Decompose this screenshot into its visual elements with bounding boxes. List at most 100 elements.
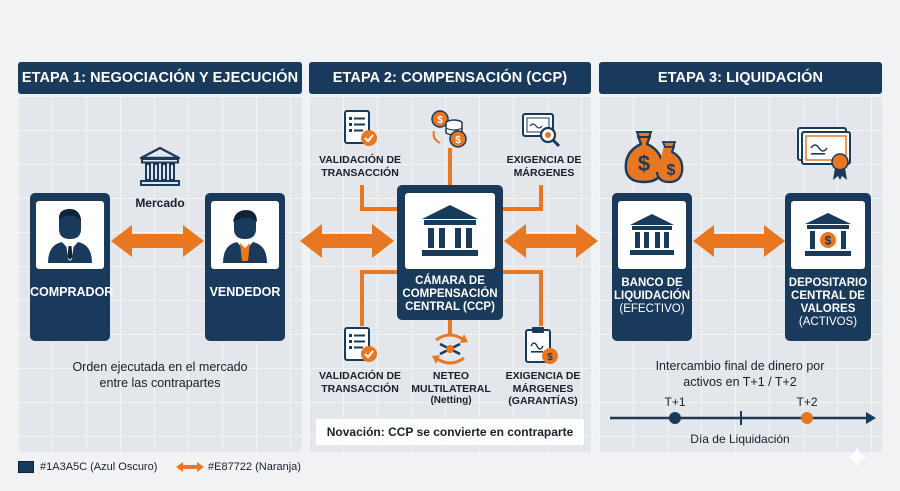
seller-card: VENDEDOR <box>205 193 285 341</box>
novation-box: Novación: CCP se convierte en contrapart… <box>316 419 584 445</box>
ccp-label-line-3: CENTRAL (CCP) <box>405 301 495 313</box>
bottom-mid-label-line-3: (Netting) <box>430 395 472 406</box>
sparkle-icon <box>845 445 869 469</box>
svg-text:$: $ <box>547 352 553 363</box>
money-bag-icon: $ $ <box>624 131 684 184</box>
checklist-icon <box>344 327 377 362</box>
person-icon <box>48 209 92 263</box>
stage-2-to-3-arrow <box>504 224 598 258</box>
stage-3-title: ETAPA 3: LIQUIDACIÓN <box>657 70 824 86</box>
connector-line <box>502 207 542 211</box>
checklist-icon <box>344 110 377 146</box>
bottom-left-label: VALIDACIÓN DE TRANSACCIÓN <box>310 370 410 395</box>
ccp-label-line-2: COMPENSACIÓN <box>402 288 498 300</box>
top-left-label-line-2: TRANSACCIÓN <box>321 166 399 179</box>
double-arrow <box>693 225 785 257</box>
connector-line <box>360 185 364 211</box>
settlement-bank-label: BANCO DE LIQUIDACIÓN (EFECTIVO) <box>612 277 692 316</box>
bank-icon <box>422 205 478 256</box>
depository-card: $ DEPOSITARIO CENTRAL DE VALORES (ACTIVO… <box>785 193 871 341</box>
buyer-avatar-box <box>36 201 104 269</box>
depository-icon-box: $ <box>791 201 865 269</box>
bottom-right-label-line-2: MÁRGENES <box>512 382 574 395</box>
settlement-bank-icon-box <box>618 201 686 269</box>
timeline-t1-label: T+1 <box>664 395 686 409</box>
bottom-right-label: EXIGENCIA DE MÁRGENES (GARANTÍAS) <box>497 370 589 408</box>
novation-text: Novación: CCP se convierte en contrapart… <box>326 425 574 439</box>
top-right-label-line-1: EXIGENCIA DE <box>506 154 582 166</box>
legend-orange-label: #E87722 (Naranja) <box>208 461 301 473</box>
svg-text:$: $ <box>667 162 676 179</box>
stage-3-header: ETAPA 3: LIQUIDACIÓN <box>599 62 882 94</box>
connector-line <box>360 207 398 211</box>
buyer-card: COMPRADOR <box>30 193 113 341</box>
svg-text:$: $ <box>455 135 461 146</box>
bottom-mid-label: NETEO MULTILATERAL (Netting) <box>405 370 497 408</box>
depository-label-line-4: (ACTIVOS) <box>798 316 858 328</box>
stage-1-title: ETAPA 1: NEGOCIACIÓN Y EJECUCIÓN <box>21 70 299 86</box>
legend-navy: #1A3A5C (Azul Oscuro) <box>18 461 157 473</box>
person-icon <box>223 210 267 263</box>
settlement-bank-card: BANCO DE LIQUIDACIÓN (EFECTIVO) <box>612 193 692 341</box>
depository-label-line-1: DEPOSITARIO <box>788 277 868 289</box>
top-left-label: VALIDACIÓN DE TRANSACCIÓN <box>310 154 410 179</box>
bottom-left-label-line-2: TRANSACCIÓN <box>321 382 399 395</box>
seller-avatar-box <box>211 201 279 269</box>
legend-orange: #E87722 (Naranja) <box>176 461 301 473</box>
depository-label: DEPOSITARIO CENTRAL DE VALORES (ACTIVOS) <box>785 277 871 329</box>
stage-3-description-line-1: Intercambio final de dinero por <box>655 359 825 373</box>
timeline-t2-label: T+2 <box>796 395 818 409</box>
svg-text:$: $ <box>437 115 443 126</box>
stage-3-description: Intercambio final de dinero por activos … <box>610 358 870 390</box>
bottom-right-label-line-1: EXIGENCIA DE <box>505 370 581 382</box>
clipboard-coin-icon: $ <box>525 327 558 364</box>
svg-text:$: $ <box>825 234 832 248</box>
legend-navy-label: #1A3A5C (Azul Oscuro) <box>40 461 158 473</box>
stage-1-description-line-2: entre las contrapartes <box>99 376 221 390</box>
settlement-bank-label-line-3: (EFECTIVO) <box>619 303 685 315</box>
netting-icon <box>432 333 468 365</box>
double-arrow <box>111 225 204 257</box>
stage-2-title: ETAPA 2: COMPENSACIÓN (CCP) <box>332 70 568 86</box>
settlement-timeline <box>610 411 876 425</box>
settlement-bank-label-line-1: BANCO DE <box>621 277 683 289</box>
top-left-label-line-1: VALIDACIÓN DE <box>318 154 402 166</box>
stage-2-header: ETAPA 2: COMPENSACIÓN (CCP) <box>309 62 591 94</box>
certificate-search-icon <box>522 113 561 148</box>
connector-line <box>539 185 543 211</box>
depository-label-line-2: CENTRAL DE <box>791 290 865 302</box>
seller-label: VENDEDOR <box>209 285 281 299</box>
bottom-mid-label-line-2: MULTILATERAL <box>411 382 491 395</box>
bank-icon: $ <box>805 213 851 256</box>
bottom-right-label-line-3: (GARANTÍAS) <box>508 395 578 407</box>
timeline-label: Día de Liquidación <box>690 432 790 446</box>
settlement-bank-label-line-2: LIQUIDACIÓN <box>613 290 691 302</box>
bank-icon <box>630 214 674 255</box>
top-right-label-line-2: MÁRGENES <box>513 166 575 179</box>
stage-3-description-line-2: activos en T+1 / T+2 <box>683 375 797 389</box>
stage-1-header: ETAPA 1: NEGOCIACIÓN Y EJECUCIÓN <box>18 62 302 94</box>
ccp-icon-box <box>405 193 495 269</box>
bottom-mid-label-line-1: NETEO <box>432 370 470 382</box>
connector-line <box>448 318 452 334</box>
orange-arrow-swatch <box>176 462 204 472</box>
timeline-t1-marker <box>669 412 681 424</box>
coins-icon: $ $ <box>431 110 467 148</box>
ccp-card: CÁMARA DE COMPENSACIÓN CENTRAL (CCP) <box>397 185 503 320</box>
bank-icon <box>139 146 181 186</box>
stage-1-description: Orden ejecutada en el mercado entre las … <box>30 359 290 391</box>
bottom-left-label-line-1: VALIDACIÓN DE <box>318 370 402 382</box>
connector-line <box>502 270 542 274</box>
connector-line <box>539 270 543 326</box>
connector-line <box>360 270 364 326</box>
market-label: Mercado <box>135 196 185 210</box>
ccp-label: CÁMARA DE COMPENSACIÓN CENTRAL (CCP) <box>397 275 503 314</box>
connector-line <box>448 148 452 188</box>
navy-swatch <box>18 461 34 473</box>
top-right-label: EXIGENCIA DE MÁRGENES <box>496 154 592 179</box>
depository-label-line-3: VALORES <box>800 303 856 315</box>
svg-text:$: $ <box>638 151 650 176</box>
timeline-t2-marker <box>801 412 813 424</box>
ccp-label-line-1: CÁMARA DE <box>415 275 485 287</box>
stage-1-description-line-1: Orden ejecutada en el mercado <box>72 360 248 374</box>
